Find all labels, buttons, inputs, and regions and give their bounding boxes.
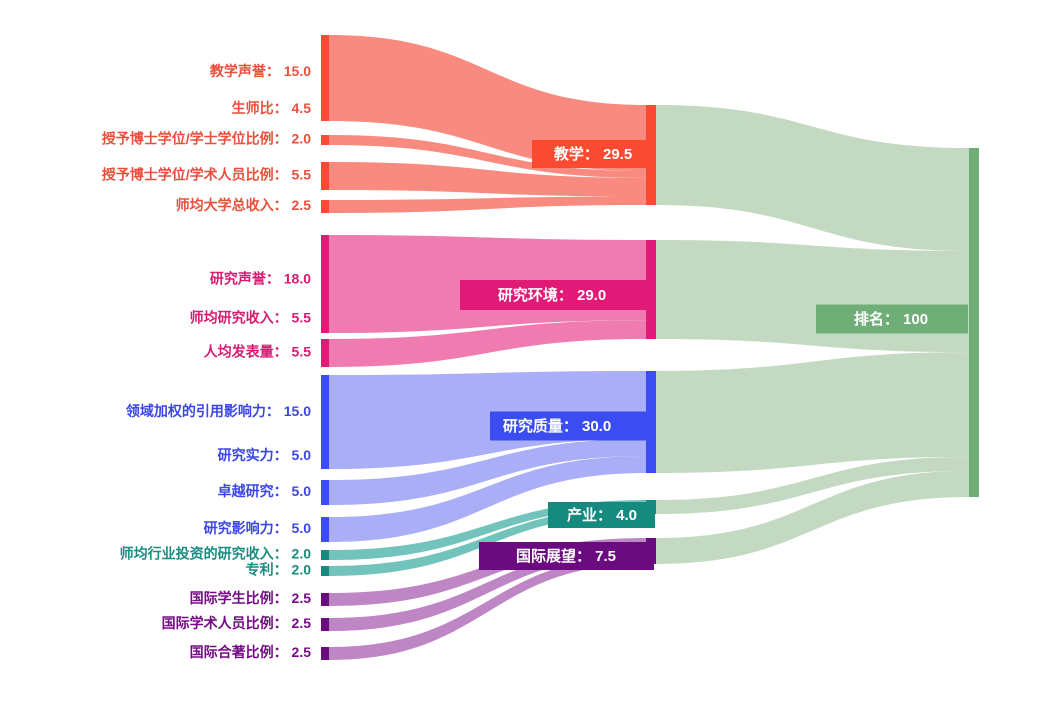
sankey-node-student_staff_ratio[interactable] [321,98,329,121]
sankey-node-research_income[interactable] [321,305,329,333]
sankey-link[interactable] [329,162,646,197]
sankey-node-ranking[interactable] [969,148,979,497]
node-label-intl_outlook: 国际展望： 7.5 [516,547,616,565]
sankey-link[interactable] [656,352,969,473]
source-label-research_excellence: 卓越研究： 5.0 [218,483,312,499]
sankey-link[interactable] [329,555,646,660]
source-label-doctorate_staff_ratio: 授予博士学位/学术人员比例： 5.5 [102,167,311,183]
sankey-link[interactable] [656,470,969,564]
source-label-doctorate_bachelor_ratio: 授予博士学位/学士学位比例： 2.0 [102,131,311,147]
sankey-link[interactable] [656,240,969,353]
node-label-group-research_env: 研究环境： 29.0 [460,280,653,310]
sankey-node-intl_staff[interactable] [321,618,329,631]
source-label-intl_students: 国际学生比例： 2.5 [190,590,312,606]
node-label-group-ranking: 排名： 100 [816,304,968,334]
sankey-node-research_reputation[interactable] [321,235,329,325]
sankey-node-doctorate_bachelor_ratio[interactable] [321,135,329,145]
source-label-research_strength: 研究实力： 5.0 [218,447,312,463]
sankey-link[interactable] [329,507,646,576]
source-label-intl_coauthorship: 国际合著比例： 2.5 [190,644,312,660]
sankey-node-labels-layer: 教学： 29.5 研究环境： 29.0 研究质量： 30.0 产业： 4.0 国际展望：… [460,140,968,570]
node-label-industry: 产业： 4.0 [567,506,637,524]
sankey-link[interactable] [329,196,646,213]
sankey-node-intl_coauthorship[interactable] [321,647,329,660]
node-label-teaching: 教学： 29.5 [553,145,632,163]
node-label-bg-ranking [816,304,968,334]
node-label-ranking: 排名： 100 [854,310,928,328]
sankey-link[interactable] [329,135,646,178]
source-label-research_influence: 研究影响力： 5.0 [204,520,312,536]
node-label-group-industry: 产业： 4.0 [548,502,655,528]
source-label-industry_income: 师均行业投资的研究收入： 2.0 [120,546,312,562]
node-label-bg-research_quality [490,411,653,441]
sankey-link[interactable] [329,35,646,156]
node-label-bg-teaching [532,140,654,168]
sankey-node-doctorate_staff_ratio[interactable] [321,162,329,190]
sankey-link[interactable] [329,500,646,560]
node-label-group-intl_outlook: 国际展望： 7.5 [479,542,654,570]
source-label-publications_per_staff: 人均发表量： 5.5 [204,344,312,360]
sankey-source-labels-layer: 教学声誉： 15.0 生师比： 4.5 授予博士学位/学士学位比例： 2.0 授予博士… [102,63,311,660]
sankey-node-industry_income[interactable] [321,550,329,560]
source-label-citation_impact: 领域加权的引用影响力： 15.0 [126,403,311,419]
sankey-link[interactable] [329,456,646,542]
sankey-node-teaching_reputation[interactable] [321,35,329,110]
sankey-node-institutional_income[interactable] [321,200,329,213]
sankey-node-research_excellence[interactable] [321,480,329,505]
node-label-research_env: 研究环境： 29.0 [498,286,606,304]
node-label-group-teaching: 教学： 29.5 [532,140,654,168]
sankey-link[interactable] [656,105,969,251]
source-label-intl_staff: 国际学术人员比例： 2.5 [162,615,312,631]
sankey-link[interactable] [656,456,969,514]
node-label-bg-research_env [460,280,653,310]
source-label-research_reputation: 研究声誉： 18.0 [210,271,311,287]
sankey-link[interactable] [329,371,646,450]
sankey-link[interactable] [329,538,646,606]
source-label-institutional_income: 师均大学总收入： 2.5 [176,197,312,213]
source-label-student_staff_ratio: 生师比： 4.5 [232,100,312,116]
sankey-node-citation_impact[interactable] [321,375,329,450]
sankey-node-publications_per_staff[interactable] [321,339,329,367]
sankey-link[interactable] [329,546,646,631]
sankey-node-intl_students[interactable] [321,593,329,606]
source-label-patents: 专利： 2.0 [246,562,312,578]
node-label-bg-intl_outlook [479,542,654,570]
sankey-link[interactable] [329,320,646,367]
sankey-link[interactable] [329,439,646,505]
sankey-node-research_strength[interactable] [321,444,329,469]
node-label-group-research_quality: 研究质量： 30.0 [490,411,653,441]
node-label-bg-industry [548,502,655,528]
node-label-research_quality: 研究质量： 30.0 [503,417,611,435]
source-label-research_income: 师均研究收入： 5.5 [190,310,312,326]
sankey-node-research_influence[interactable] [321,517,329,542]
sankey-node-patents[interactable] [321,566,329,576]
source-label-teaching_reputation: 教学声誉： 15.0 [210,63,311,79]
